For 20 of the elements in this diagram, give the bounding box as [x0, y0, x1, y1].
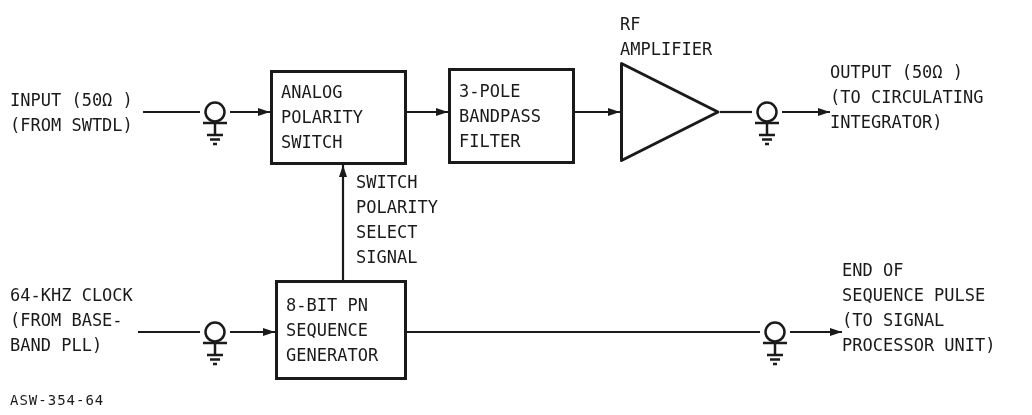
signal-arrow — [230, 328, 275, 336]
amplifier-label: RF AMPLIFIER — [620, 13, 714, 61]
process-box — [448, 68, 575, 164]
signal-label: (TO SIGNAL PROCESSOR UNIT) — [842, 309, 997, 357]
signal-arrow — [790, 328, 842, 336]
process-box — [275, 280, 407, 380]
signal-label: OUTPUT (50Ω ) (TO CIRCULATING INTEGRATOR) — [830, 61, 985, 134]
signal-arrow — [575, 108, 620, 116]
signal-label: INPUT (50Ω ) (FROM SWTDL) — [10, 89, 134, 137]
signal-label: END OF SEQUENCE PULSE — [842, 259, 987, 307]
block-label: 3-POLE BANDPASS FILTER — [459, 79, 542, 153]
signal-arrow — [230, 108, 270, 116]
block-label: ANALOG POLARITY SWITCH — [281, 81, 364, 154]
signal-arrow — [407, 108, 448, 116]
block-label: 8-BIT PN SEQUENCE GENERATOR — [286, 293, 380, 367]
signal-arrow — [339, 165, 347, 280]
signal-label: 64-KHZ CLOCK (FROM BASE-BAND PLL) — [10, 284, 134, 357]
figure-number: ASW-354-64 — [10, 391, 105, 410]
process-box — [270, 70, 407, 165]
signal-arrow — [782, 108, 830, 116]
